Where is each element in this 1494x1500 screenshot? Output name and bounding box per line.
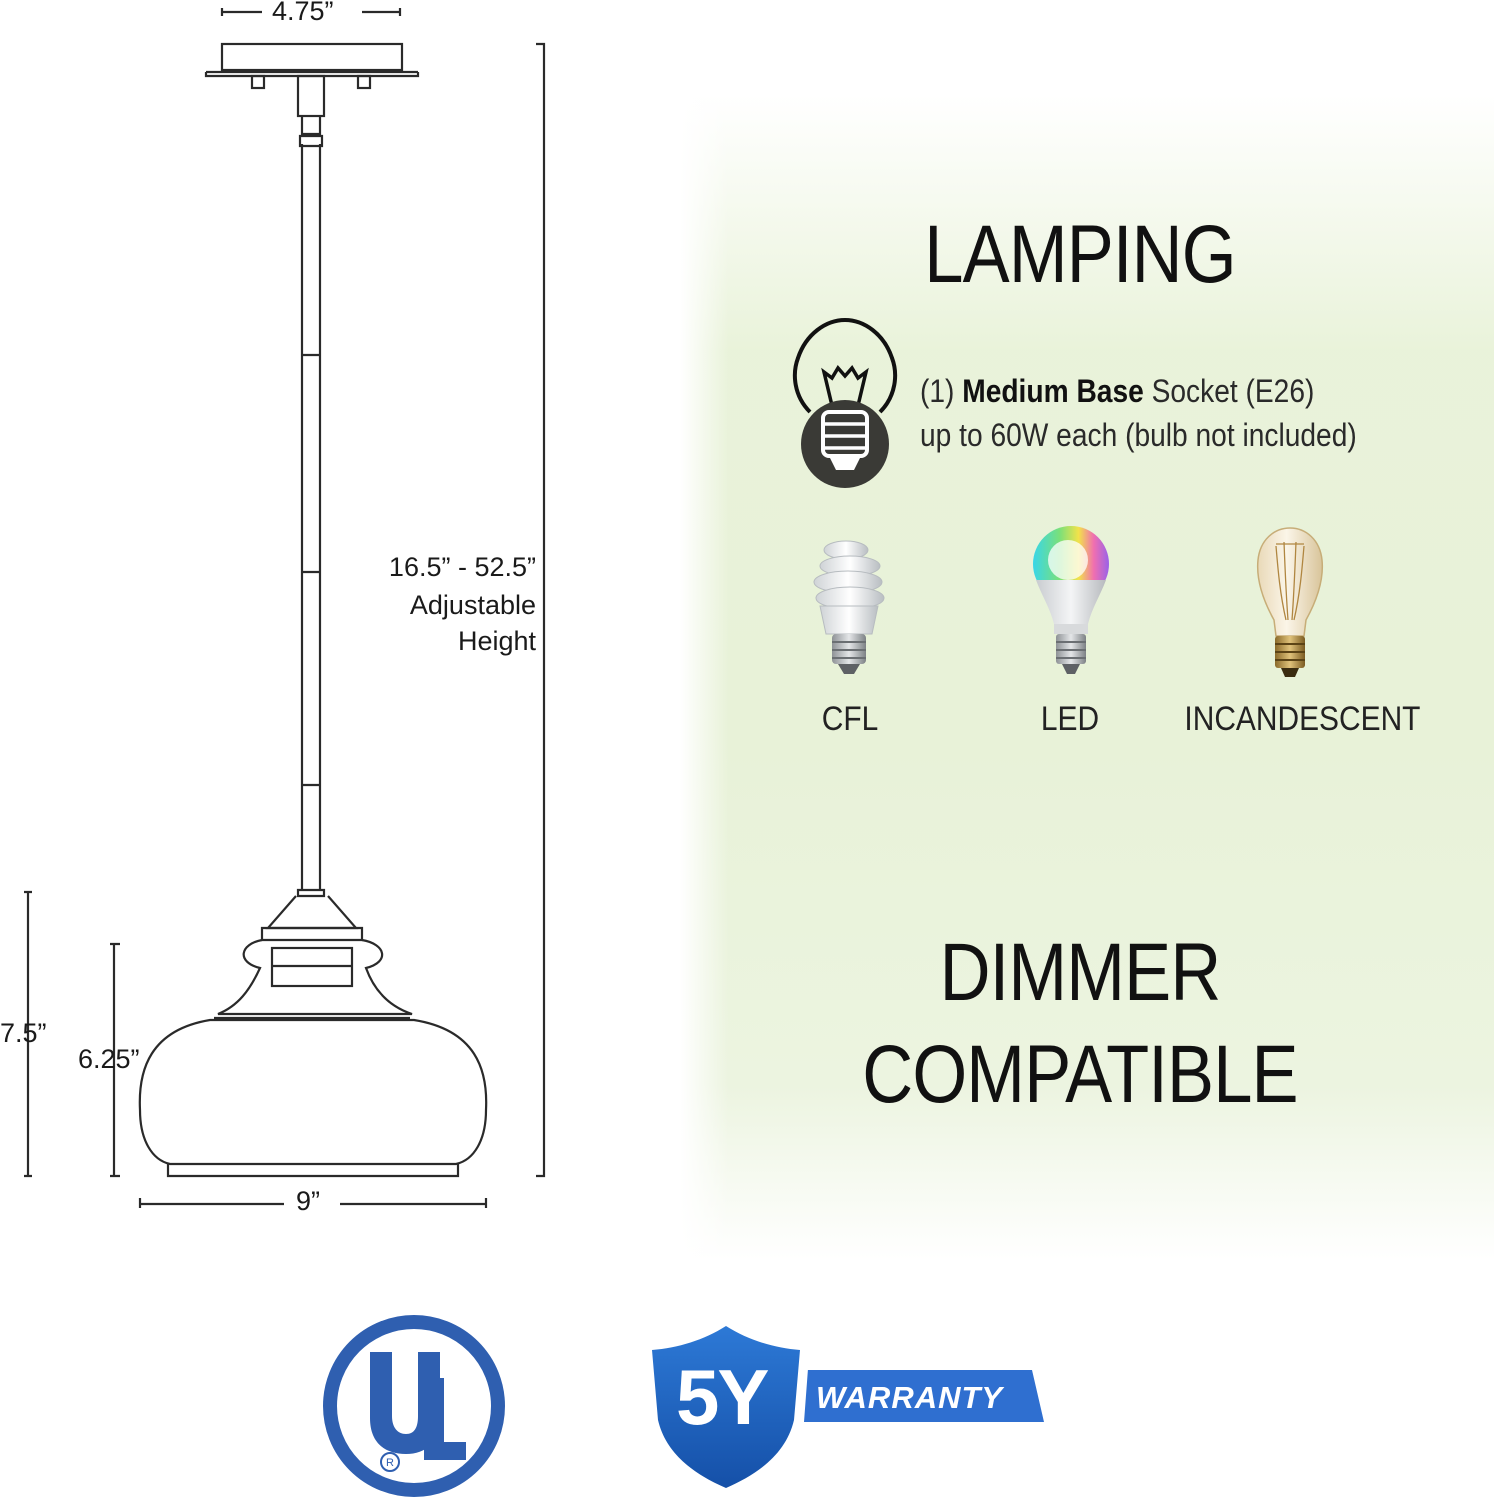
canopy-width-dimension-line	[220, 8, 402, 16]
socket-count: (1)	[920, 373, 955, 409]
dimmer-title-line1: DIMMER	[939, 927, 1222, 1018]
warranty-label: WARRANTY	[816, 1380, 1004, 1415]
lamping-panel-background	[680, 95, 1494, 1260]
overall-height-dimension-line	[536, 42, 546, 1178]
shade-width-label: 9”	[296, 1186, 321, 1216]
shade-width-dimension-line	[138, 1198, 488, 1208]
socket-type: Medium Base	[962, 373, 1144, 409]
warranty-badge	[644, 1316, 1044, 1498]
bulb-label-incandescent: INCANDESCENT	[1184, 700, 1421, 738]
fitter	[265, 895, 359, 930]
bulb-label-led: LED	[1040, 700, 1100, 738]
downrod	[300, 144, 322, 890]
ul-certification-logo: R	[323, 1315, 505, 1497]
fixture-height-label: 7.5”	[0, 1018, 47, 1048]
light-bulb-icon	[792, 317, 898, 488]
canopy-width-label: 4.75”	[272, 0, 334, 26]
warranty-years: 5Y	[676, 1353, 769, 1441]
led-bulb-icon	[1033, 526, 1109, 674]
socket-suffix: Socket (E26)	[1151, 373, 1315, 409]
svg-text:R: R	[386, 1457, 394, 1469]
dimmer-title-line2: COMPATIBLE	[862, 1029, 1298, 1120]
socket-description: (1) Medium Base Socket (E26)	[920, 370, 1314, 413]
canopy	[220, 42, 404, 72]
warranty-ribbon	[790, 1370, 1044, 1422]
lamping-title: LAMPING	[924, 209, 1236, 300]
fixture-height-dimension-line	[24, 890, 32, 1178]
incandescent-bulb-icon	[1256, 527, 1324, 677]
glass-shade	[138, 1018, 488, 1166]
cfl-bulb-icon	[813, 540, 885, 674]
wattage-note: up to 60W each (bulb not included)	[920, 417, 1357, 453]
bulb-label-cfl: CFL	[821, 700, 879, 738]
adjustable-range-label: 16.5” - 52.5”	[388, 552, 536, 582]
shield-icon	[652, 1326, 800, 1488]
shade-height-dimension-line	[110, 942, 120, 1178]
adjustable-label-line2: Height	[457, 626, 536, 656]
shade-height-label: 6.25”	[78, 1044, 140, 1074]
adjustable-label-line1: Adjustable	[409, 590, 536, 620]
